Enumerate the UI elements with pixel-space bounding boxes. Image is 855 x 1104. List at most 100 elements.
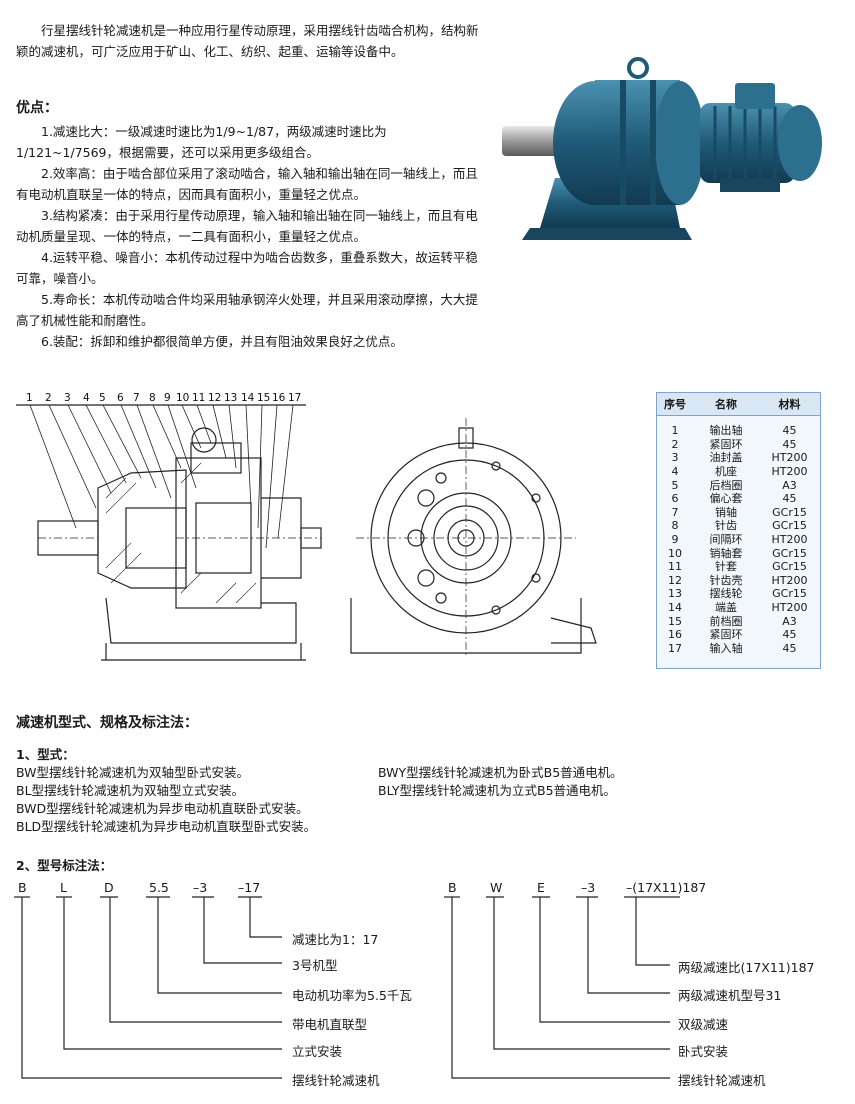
part-material-cell: GCr15 — [772, 560, 807, 574]
intro-paragraph: 行星摆线针轮减速机是一种应用行星传动原理，采用摆线针齿啮合机构，结构新颖的减速机… — [16, 23, 479, 59]
part-number-label: 8 — [149, 392, 156, 404]
part-name-cell: 针齿壳 — [709, 573, 743, 587]
type-item: BWY型摆线针轮减速机为卧式B5普通电机。 — [378, 765, 623, 780]
part-name-cell: 输出轴 — [709, 424, 743, 438]
code-right-0: B — [448, 880, 457, 895]
part-name-cell: 摆线轮 — [709, 587, 743, 601]
part-number-label: 13 — [224, 392, 237, 404]
part-name-cell: 油封盖 — [709, 451, 743, 465]
left-desc-1: 3号机型 — [292, 958, 338, 973]
part-material-cell: GCr15 — [772, 546, 807, 560]
type-item: BWD型摆线针轮减速机为异步电动机直联卧式安装。 — [16, 801, 309, 816]
parts-table-row: 5 后档圈 A3 — [657, 478, 820, 492]
part-name-cell: 销轴套 — [709, 546, 743, 560]
part-material-cell: 45 — [782, 424, 797, 438]
parts-table-row: 11 针套 GCr15 — [657, 560, 820, 574]
part-number-label: 3 — [64, 392, 71, 404]
part-index-cell: 6 — [671, 492, 679, 506]
part-material-cell: GCr15 — [772, 587, 807, 601]
part-name-cell: 销轴 — [715, 505, 737, 519]
left-desc-2: 电动机功率为5.5千瓦 — [292, 988, 412, 1003]
advantage-item: 5.寿命长：本机传动啮合件均采用轴承钢淬火处理，并且采用滚动摩擦，大大提高了机械… — [16, 292, 478, 328]
advantages-list: 1.减速比大：一级减速时速比为1/9~1/87，两级减速时速比为1/121~1/… — [16, 121, 486, 352]
part-material-cell: A3 — [782, 614, 797, 628]
part-number-label: 17 — [288, 392, 301, 404]
part-number-label: 16 — [272, 392, 286, 404]
left-desc-5: 摆线针轮减速机 — [292, 1073, 380, 1088]
part-name-cell: 输入轴 — [709, 641, 743, 655]
part-material-cell: A3 — [782, 478, 797, 492]
advantage-item: 4.运转平稳、噪音小：本机传动过程中为啮合齿数多，重叠系数大，故运转平稳可靠，噪… — [16, 250, 478, 286]
part-number-label: 7 — [133, 392, 140, 404]
part-material-cell: 45 — [782, 628, 797, 642]
right-desc-4: 摆线针轮减速机 — [678, 1073, 766, 1088]
part-material-cell: 45 — [782, 492, 797, 506]
part-number-label: 11 — [192, 392, 205, 404]
left-notation-lines — [14, 896, 282, 1079]
part-material-cell: HT200 — [771, 533, 808, 547]
parts-table-row: 12 针齿壳 HT200 — [657, 574, 820, 588]
part-index-cell: 12 — [668, 573, 682, 587]
part-name-cell: 紧固环 — [709, 437, 743, 451]
part-name-cell: 偏心套 — [709, 492, 743, 506]
code-right-1: W — [490, 880, 503, 895]
part-material-cell: HT200 — [771, 573, 808, 587]
parts-table-row: 7 销轴 GCr15 — [657, 506, 820, 520]
types-title: 1、型式： — [16, 747, 75, 762]
type-item: BLD型摆线针轮减速机为异步电动机直联型卧式安装。 — [16, 819, 317, 834]
part-material-cell: HT200 — [771, 601, 808, 615]
types-left-list: BW型摆线针轮减速机为双轴型卧式安装。 BL型摆线针轮减速机为双轴型立式安装。 … — [16, 764, 316, 836]
part-index-cell: 5 — [671, 478, 679, 492]
code-right-4: –(17X11)187 — [626, 880, 707, 895]
part-number-label: 15 — [257, 392, 270, 404]
code-left-4: –3 — [193, 880, 208, 895]
advantage-item: 3.结构紧凑：由于采用行星传动原理，输入轴和输出轴在同一轴线上，而且有电动机质量… — [16, 208, 478, 244]
advantages-title: 优点： — [16, 100, 58, 116]
parts-table-row: 10 销轴套 GCr15 — [657, 546, 820, 560]
reducer-machine-photo — [502, 57, 822, 240]
left-desc-3: 带电机直联型 — [292, 1017, 368, 1032]
part-number-label: 14 — [241, 392, 255, 404]
col-header-name: 名称 — [715, 398, 737, 411]
code-right-3: –3 — [581, 880, 596, 895]
part-index-cell: 16 — [668, 628, 682, 642]
code-right-2: E — [537, 880, 545, 895]
part-number-label: 1 — [26, 392, 33, 404]
code-left-5: –17 — [238, 880, 261, 895]
part-material-cell: GCr15 — [772, 505, 807, 519]
part-name-cell: 针套 — [715, 560, 737, 574]
part-name-cell: 间隔环 — [709, 533, 743, 547]
part-index-cell: 11 — [668, 560, 682, 574]
code-left-0: B — [18, 880, 27, 895]
parts-table-header: 序号 名称 材料 — [657, 393, 820, 416]
part-index-cell: 9 — [671, 533, 679, 547]
code-left-2: D — [104, 880, 114, 895]
part-index-cell: 10 — [668, 546, 682, 560]
part-number-label: 9 — [164, 392, 171, 404]
type-item: BL型摆线针轮减速机为双轴型立式安装。 — [16, 783, 245, 798]
part-index-cell: 7 — [671, 505, 679, 519]
part-number-label: 6 — [117, 392, 124, 404]
part-number-label: 5 — [99, 392, 106, 404]
part-number-label: 2 — [45, 392, 52, 404]
part-name-cell: 针齿 — [715, 519, 737, 533]
part-material-cell: HT200 — [771, 451, 808, 465]
notation-title: 2、型号标注法： — [16, 858, 113, 873]
part-name-cell: 机座 — [715, 465, 737, 479]
code-left-3: 5.5 — [149, 880, 169, 895]
part-material-cell: 45 — [782, 437, 797, 451]
part-name-cell: 后档圈 — [709, 478, 743, 492]
part-number-label: 10 — [176, 392, 189, 404]
part-name-cell: 前档圈 — [709, 614, 743, 628]
right-desc-0: 两级减速比(17X11)187 — [678, 960, 815, 975]
part-index-cell: 2 — [671, 437, 679, 451]
col-header-index: 序号 — [664, 398, 686, 411]
advantage-item: 2.效率高：由于啮合部位采用了滚动啮合，输入轴和输出轴在同一轴线上，而且有电动机… — [16, 166, 478, 202]
